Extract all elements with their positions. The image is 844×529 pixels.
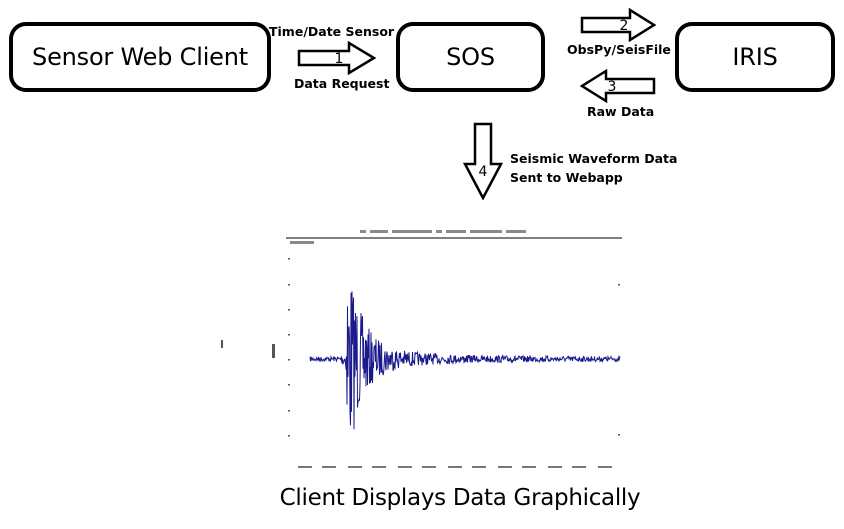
iris-node: IRIS	[675, 22, 835, 92]
obspy-seisfile-label: ObsPy/SeisFile	[567, 42, 671, 57]
sos-label: SOS	[446, 43, 495, 71]
seismic-waveform-label: Seismic Waveform Data	[510, 151, 678, 166]
arrow-4-down: 4	[462, 122, 504, 200]
client-display-caption: Client Displays Data Graphically	[279, 485, 641, 511]
seismic-waveform-trace	[309, 291, 621, 430]
plot-time-axis-labels	[298, 466, 612, 468]
sensor-web-client-node: Sensor Web Client	[9, 22, 271, 92]
sent-to-webapp-label: Sent to Webapp	[510, 170, 623, 185]
arrow-3-left: 3	[580, 69, 656, 103]
data-request-label: Data Request	[294, 76, 390, 91]
step-3-number: 3	[608, 79, 617, 95]
arrow-2-right: 2	[580, 8, 656, 42]
time-date-sensor-label: Time/Date Sensor	[269, 24, 395, 39]
sos-node: SOS	[396, 22, 545, 92]
step-4-number: 4	[479, 164, 488, 180]
plot-header-blur	[290, 230, 526, 244]
seismogram-plot	[221, 230, 622, 468]
sensor-web-client-label: Sensor Web Client	[32, 43, 248, 71]
iris-label: IRIS	[732, 43, 778, 71]
raw-data-label: Raw Data	[587, 104, 655, 119]
arrow-1-right: 1	[297, 41, 377, 75]
step-2-number: 2	[620, 18, 629, 34]
plot-axis-ticks	[221, 258, 620, 437]
step-1-number: 1	[335, 51, 344, 67]
